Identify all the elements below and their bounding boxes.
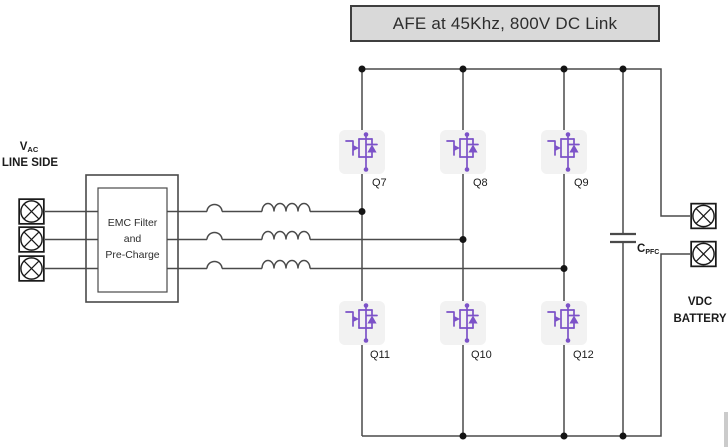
mosfet-q9 [541, 130, 587, 174]
phase-line-b [45, 230, 463, 241]
mosfet-q8 [440, 130, 486, 174]
emc-filter-box [85, 174, 179, 303]
mosfet-q10 [440, 301, 486, 345]
ac-terminal-1-icon [18, 198, 45, 225]
mosfet-icon [339, 301, 385, 345]
emc-filter-line1: EMC Filter [107, 217, 158, 230]
vac-main: V [19, 141, 28, 153]
emc-filter-label: EMC Filter and Pre-Charge [98, 188, 167, 292]
capacitor-plates-icon [610, 232, 636, 244]
vdc-label: VDC [687, 296, 713, 308]
inductor-icon-c [206, 259, 311, 269]
junction-dots [358, 65, 627, 440]
battery-label: BATTERY [673, 313, 727, 326]
mosfet-label-q10: Q10 [471, 349, 492, 361]
mosfet-label-q12: Q12 [573, 349, 594, 361]
phase-line-c [45, 259, 564, 270]
dc-terminal-positive-icon [690, 202, 717, 230]
line-side-label: LINE SIDE [1, 157, 59, 169]
dc-terminal-negative-icon [690, 240, 717, 268]
cpfc-main: C [637, 243, 646, 255]
emc-filter-line2: and [123, 233, 142, 246]
mosfet-label-q8: Q8 [473, 177, 488, 189]
mosfet-q11 [339, 301, 385, 345]
mosfet-label-q7: Q7 [372, 177, 387, 189]
vac-subscript: AC [27, 145, 39, 154]
ac-terminal-2-icon [18, 226, 45, 253]
inductor-icon-b [206, 230, 311, 240]
scrollbar-fragment[interactable] [724, 412, 728, 447]
vac-label: VAC [2, 141, 56, 154]
diagram-title: AFE at 45Khz, 800V DC Link [392, 13, 618, 33]
vdc-battery-label: VDC BATTERY [672, 294, 728, 329]
mosfet-q7 [339, 130, 385, 174]
dc-link-capacitor [610, 69, 636, 436]
mosfet-icon [339, 130, 385, 174]
mosfet-icon [440, 130, 486, 174]
mosfet-label-q9: Q9 [574, 177, 589, 189]
mosfet-q12 [541, 301, 587, 345]
mosfet-icon [541, 130, 587, 174]
mosfet-label-q11: Q11 [370, 349, 390, 361]
mosfet-icon [440, 301, 486, 345]
phase-line-a [45, 202, 362, 213]
mosfet-icon [541, 301, 587, 345]
ac-terminal-3-icon [18, 255, 45, 282]
cpfc-label: CPFC [637, 243, 659, 256]
cpfc-subscript: PFC [645, 249, 660, 256]
dc-bus-positive [362, 68, 690, 217]
emc-filter-line3: Pre-Charge [105, 248, 160, 261]
inductor-icon-a [206, 202, 311, 212]
dc-bus-negative [362, 253, 690, 437]
diagram-title-box: AFE at 45Khz, 800V DC Link [350, 5, 660, 42]
